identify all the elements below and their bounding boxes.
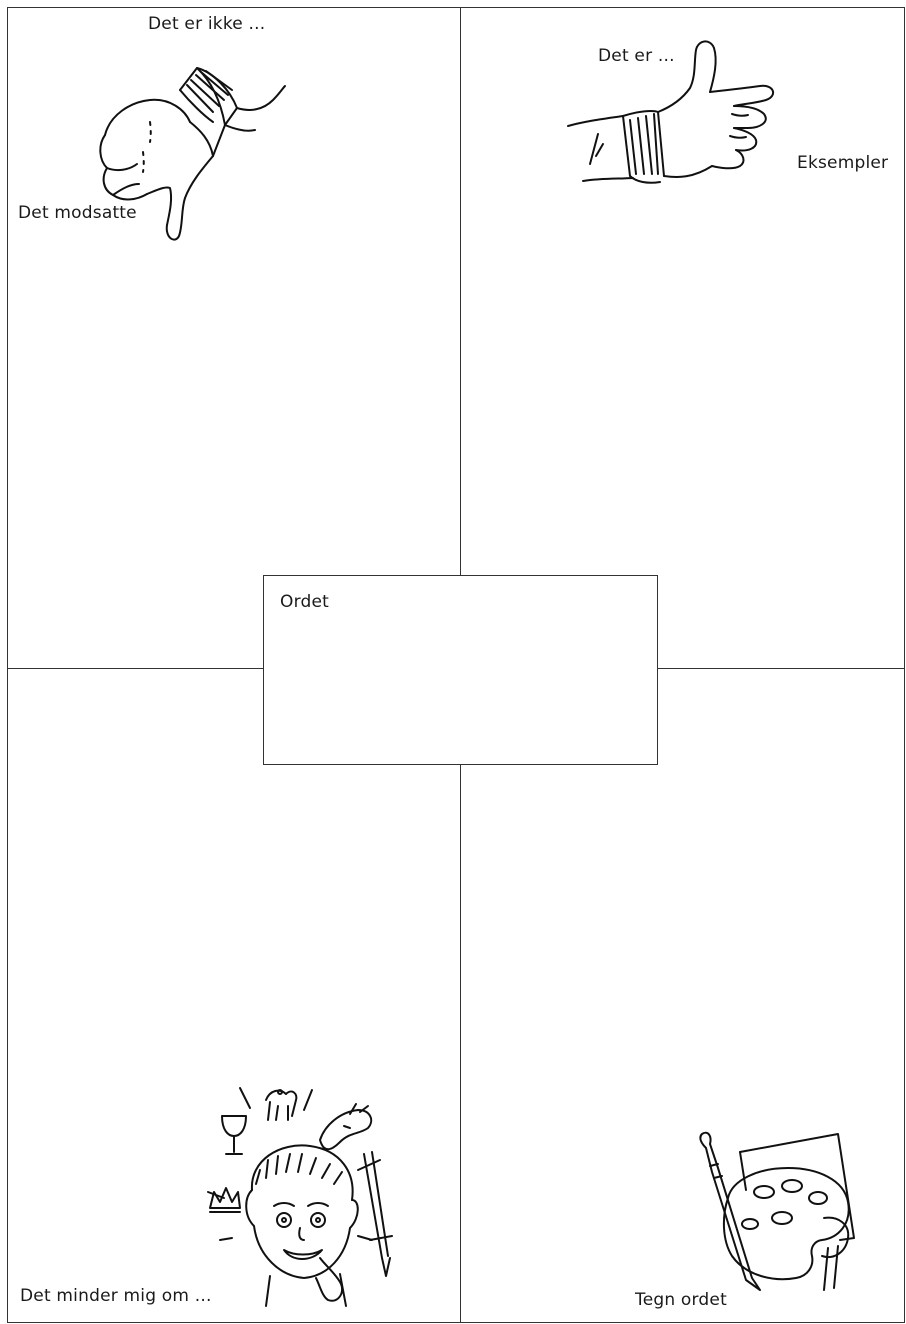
thumbs-down-hand-icon xyxy=(95,60,290,245)
horizontal-divider-right xyxy=(658,668,905,669)
reminds-me-label: Det minder mig om ... xyxy=(20,1286,212,1306)
thumbs-up-hand-icon xyxy=(568,36,783,191)
vertical-divider-top xyxy=(460,7,461,575)
thinking-boy-icon xyxy=(200,1080,400,1320)
vertical-divider-bottom xyxy=(460,765,461,1323)
draw-word-label: Tegn ordet xyxy=(635,1290,727,1310)
word-label: Ordet xyxy=(280,592,329,612)
horizontal-divider-left xyxy=(7,668,263,669)
word-box[interactable]: Ordet xyxy=(263,575,658,765)
examples-label: Eksempler xyxy=(797,153,888,173)
opposite-heading: Det er ikke ... xyxy=(148,14,265,34)
paint-palette-icon xyxy=(688,1128,873,1293)
